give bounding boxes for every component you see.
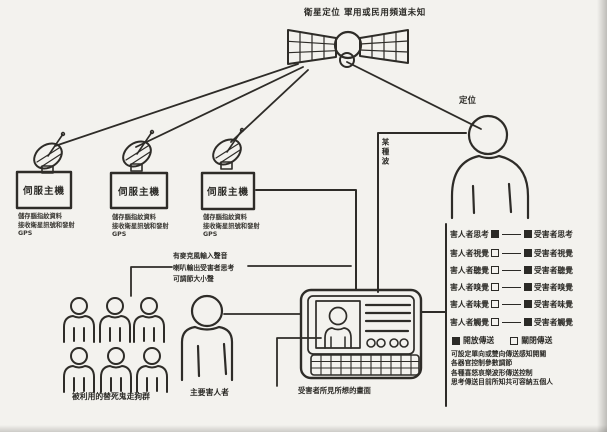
open-square-icon xyxy=(510,336,519,345)
positioning-label: 定位 xyxy=(459,96,477,106)
filled-square-icon xyxy=(523,249,532,257)
perpetrator-sense-label: 害人者味覺 xyxy=(450,299,489,309)
device-grille xyxy=(364,303,412,333)
server-label-3: 伺服主機 xyxy=(206,187,249,198)
victim-sense-label: 受害者聽覺 xyxy=(533,265,573,275)
open-square-icon xyxy=(490,249,499,257)
scapegoat-group-label: 被利用的替死鬼走狗群 xyxy=(72,392,150,401)
filled-square-icon xyxy=(523,300,532,308)
dish-antenna-icon xyxy=(28,131,68,175)
server-box-1 xyxy=(15,170,73,210)
sense-row-hearing: 害人者聽覺 受害者聽覺 xyxy=(450,264,590,276)
perpetrator-sense-label: 害人者聽覺 xyxy=(450,265,489,275)
satellite-beams xyxy=(54,61,482,148)
server-label-1: 伺服主機 xyxy=(22,186,65,197)
device-knobs xyxy=(366,338,409,348)
perpetrator-sense-label: 害人者視覺 xyxy=(450,248,489,258)
link-line xyxy=(501,303,521,305)
server-box-2 xyxy=(109,171,169,210)
link-line xyxy=(501,252,521,254)
panel-notes: 可設定單向或雙向傳送感知開關 各器官控制參數調節 各種喜怒哀樂波形傳送控制 思考… xyxy=(451,350,553,387)
satellite-icon xyxy=(287,29,409,68)
sense-row-taste: 害人者味覺 受害者味覺 xyxy=(450,298,590,310)
legend-open: 開放傳送 xyxy=(452,335,494,346)
control-device xyxy=(299,288,423,380)
victim-sense-label: 受害者嗅覺 xyxy=(533,282,573,292)
wave-label: 某種波 xyxy=(381,138,390,167)
page-edge-shadow xyxy=(0,425,607,432)
victim-sense-label: 受害者觸覺 xyxy=(533,317,573,327)
transmit-legend: 開放傳送 關閉傳送 xyxy=(452,335,552,346)
perpetrator-sense-label: 害人者觸覺 xyxy=(450,317,489,327)
scapegoat-group-figures xyxy=(63,297,168,393)
server-caption-3: 儲存腦指紋資料 接收衛星訊號和發射 GPS xyxy=(203,214,260,238)
sense-row-smell: 害人者嗅覺 受害者嗅覺 xyxy=(450,281,590,293)
link-line xyxy=(501,269,521,271)
filled-square-icon xyxy=(452,336,460,345)
screen-person-icon xyxy=(324,306,352,349)
victim-figure xyxy=(450,114,530,220)
perpetrator-sense-label: 害人者嗅覺 xyxy=(450,282,489,292)
victim-sense-label: 受害者思考 xyxy=(533,229,573,239)
link-line xyxy=(501,286,521,288)
perpetrator-sense-label: 害人者思考 xyxy=(450,229,489,239)
filled-square-icon xyxy=(523,318,532,326)
device-screen xyxy=(315,300,361,349)
victim-screen-label: 受害者所見所想的畫面 xyxy=(298,386,371,395)
server-label-2: 伺服主機 xyxy=(117,186,160,198)
filled-square-icon xyxy=(523,266,532,274)
server-caption-2: 儲存腦指紋資料 接收衛星訊號和發射 GPS xyxy=(112,214,169,238)
open-square-icon xyxy=(490,266,499,274)
link-line xyxy=(501,233,521,235)
open-square-icon xyxy=(490,318,499,326)
server-caption-1: 儲存腦指紋資料 接收衛星訊號和發射 GPS xyxy=(18,213,75,237)
sense-row-thought: 害人者思考 受害者思考 xyxy=(450,228,590,240)
filled-square-icon xyxy=(490,230,499,238)
legend-closed: 關閉傳送 xyxy=(510,335,552,346)
open-square-icon xyxy=(490,300,499,308)
victim-sense-label: 受害者視覺 xyxy=(533,248,573,258)
main-perpetrator-label: 主要害人者 xyxy=(190,388,229,397)
server-box-3 xyxy=(200,171,256,211)
sense-row-touch: 害人者觸覺 受害者觸覺 xyxy=(450,316,590,328)
diagram-title: 衛星定位 軍用或民用頻道未知 xyxy=(304,8,426,18)
link-line xyxy=(501,321,521,323)
sense-row-vision: 害人者視覺 受害者視覺 xyxy=(450,247,590,259)
page-edge-shadow xyxy=(597,0,607,432)
open-square-icon xyxy=(490,283,499,291)
main-perpetrator-figure xyxy=(180,294,234,382)
filled-square-icon xyxy=(523,230,532,238)
connector-lines xyxy=(130,132,467,407)
annotation-note: 有麥克風輸入聲音 喇叭輸出受害者思考 可調節大小聲 xyxy=(173,252,235,283)
device-keyboard xyxy=(310,354,420,376)
victim-sense-label: 受害者味覺 xyxy=(533,299,573,309)
filled-square-icon xyxy=(523,283,532,291)
dish-antenna-icon xyxy=(117,129,157,173)
